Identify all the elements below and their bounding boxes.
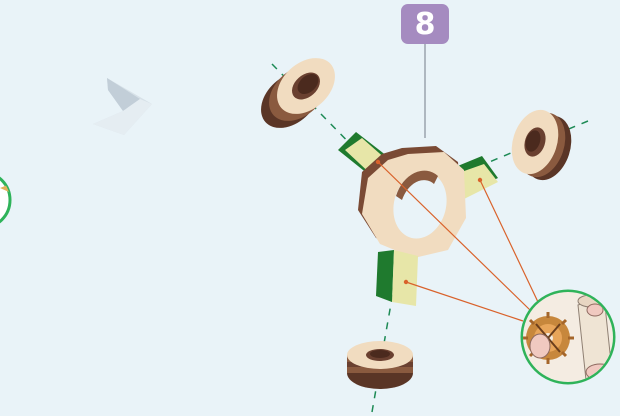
ring-spacer-bottom (347, 341, 413, 389)
hub-assembly (338, 132, 498, 306)
ring-spacer-right (504, 104, 579, 186)
arm-bottom (376, 250, 418, 306)
step-number-badge: 8 (401, 4, 449, 44)
arrow-chevron-icon (93, 78, 152, 135)
partial-callout-icon (0, 172, 10, 228)
gear-detail-icon (520, 290, 616, 384)
